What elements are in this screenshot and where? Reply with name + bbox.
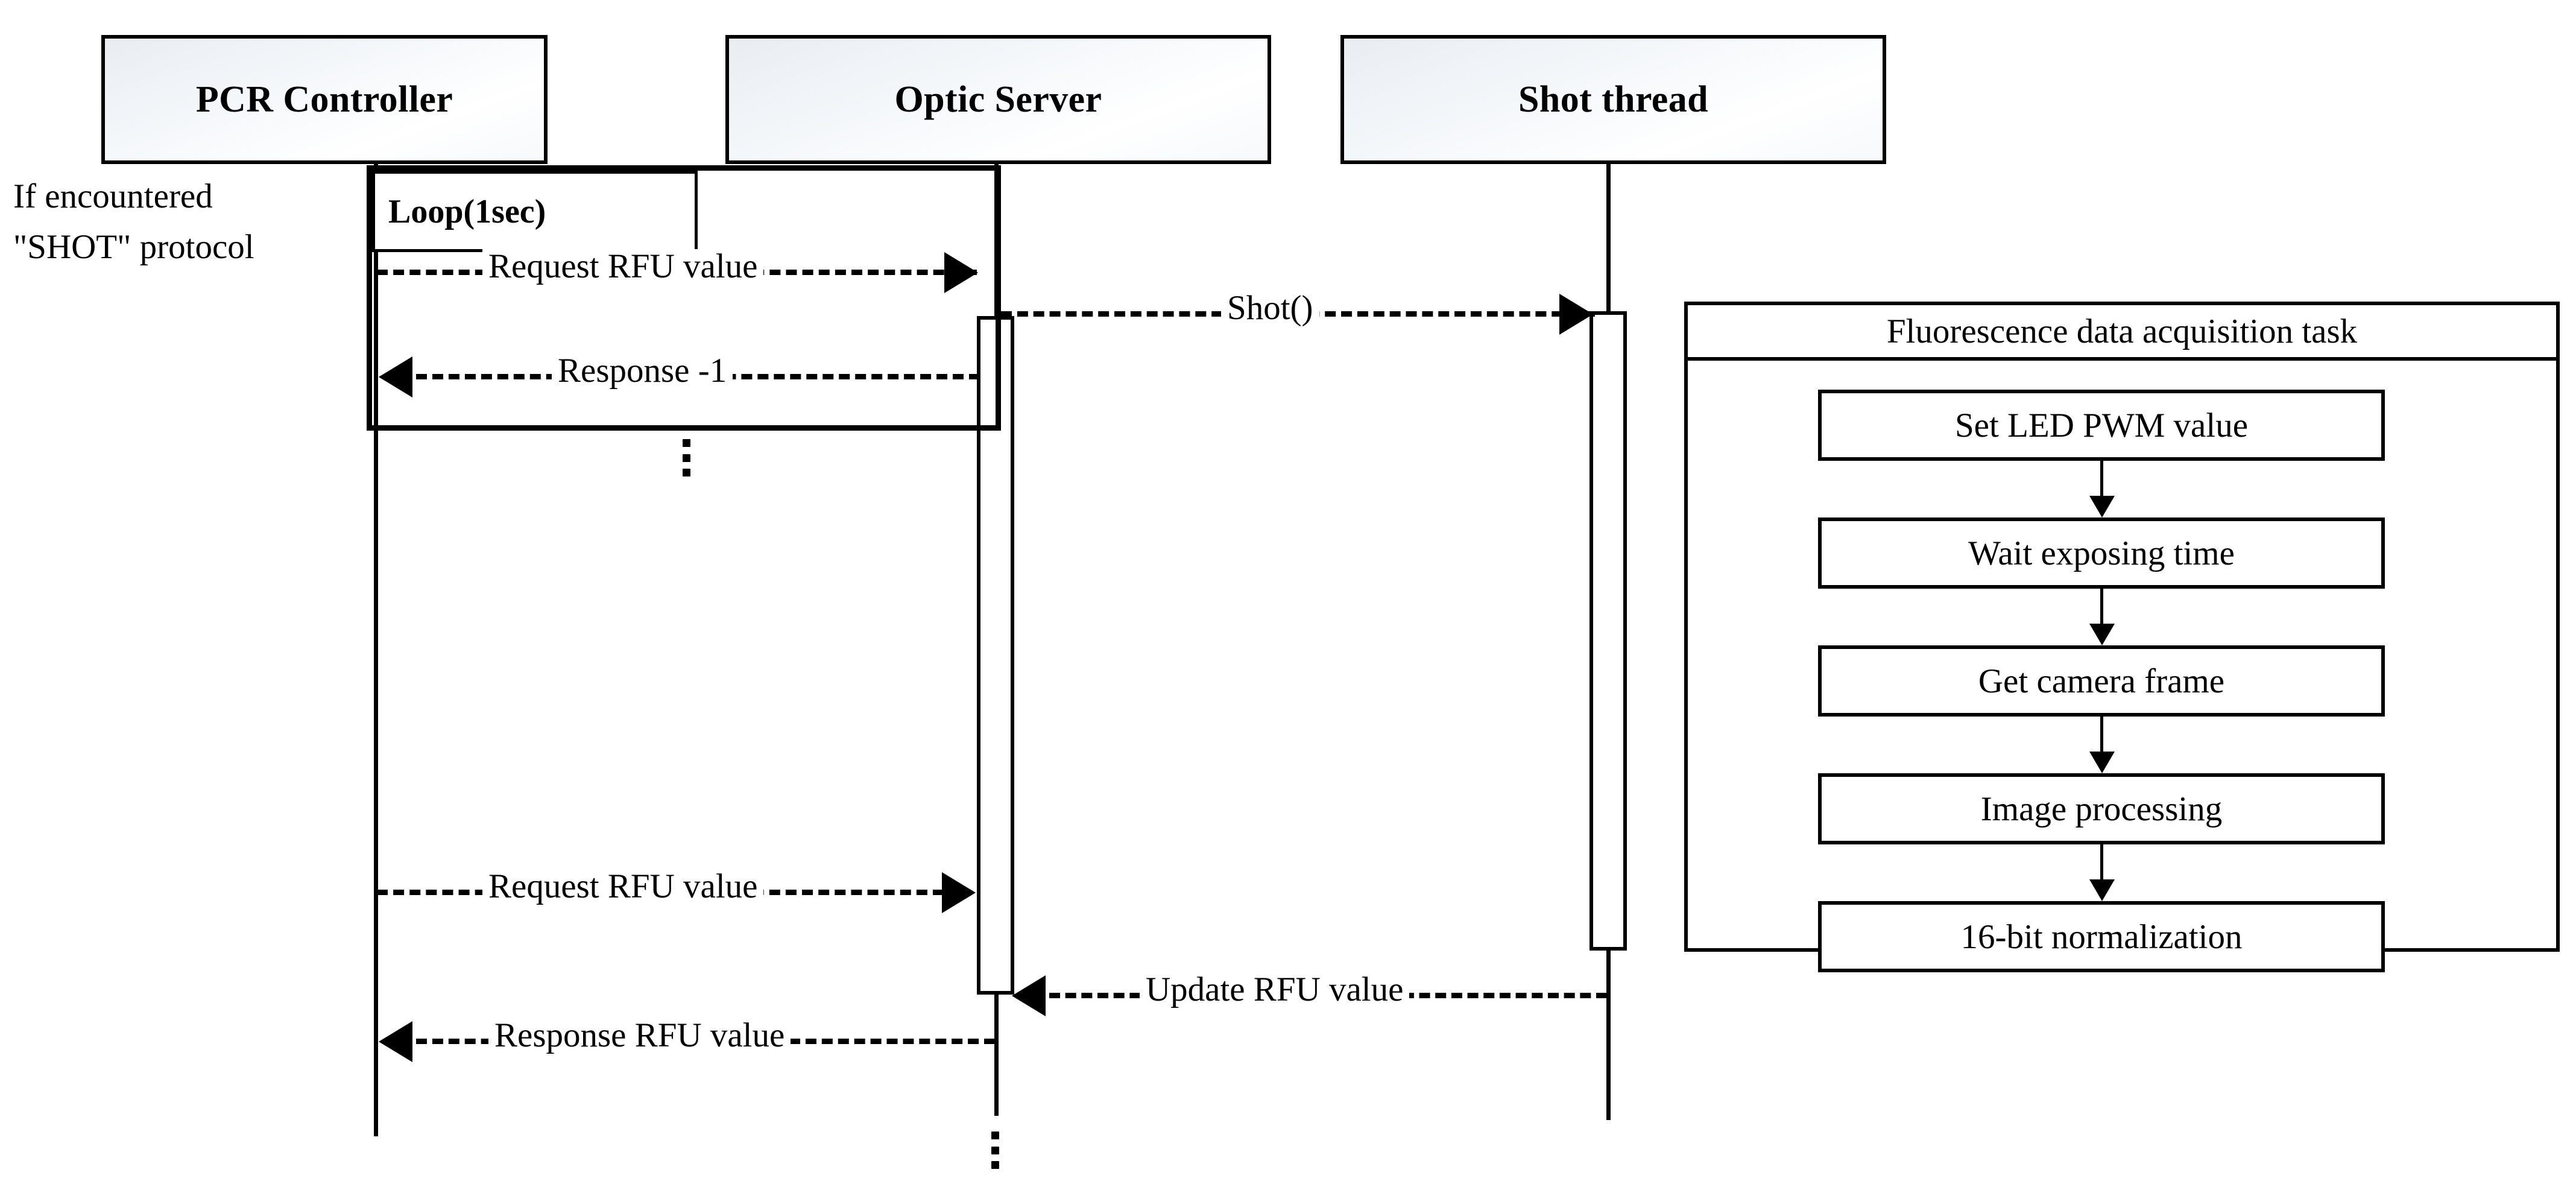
task-step-set-led-pwm-value[interactable]: Set LED PWM value	[1818, 390, 2385, 461]
task-flow-arrowhead-icon	[2089, 496, 2115, 518]
message-arrowhead-response-minus-one	[379, 356, 412, 397]
task-step-label: 16-bit normalization	[1960, 917, 2243, 956]
task-step-get-camera-frame[interactable]: Get camera frame	[1818, 645, 2385, 717]
lifeline-header-pcr-controller[interactable]: PCR Controller	[101, 35, 548, 164]
task-step-label: Set LED PWM value	[1954, 406, 2248, 445]
lifeline-header-optic-server[interactable]: Optic Server	[725, 35, 1271, 164]
ellipsis-dot	[991, 1146, 999, 1154]
message-arrowhead-response-rfu-value	[379, 1021, 412, 1062]
lifeline-header-shot-thread[interactable]: Shot thread	[1340, 35, 1886, 164]
lifeline-label-pcr-controller: PCR Controller	[195, 78, 453, 120]
loop-fragment-label-box: Loop(1sec)	[372, 171, 698, 252]
lifeline-pcr-controller	[374, 164, 378, 1136]
lifeline-label-optic-server: Optic Server	[894, 78, 1102, 120]
activation-shot-thread	[1589, 311, 1627, 951]
ellipsis-dot	[991, 1161, 999, 1169]
task-flow-connector	[2100, 461, 2103, 498]
annotation-if-encountered: If encountered "SHOT" protocol	[13, 178, 254, 265]
task-flow-arrowhead-icon	[2089, 624, 2115, 645]
task-step-label: Get camera frame	[1978, 662, 2225, 700]
message-arrowhead-update-rfu-value	[1012, 975, 1046, 1016]
message-arrowhead-shot-call	[1559, 294, 1593, 335]
task-flow-arrowhead-icon	[2089, 752, 2115, 773]
ellipsis-dot	[682, 454, 690, 462]
task-step-label: Wait exposing time	[1968, 534, 2235, 572]
task-step-image-processing[interactable]: Image processing	[1818, 773, 2385, 844]
fluorescence-task-title: Fluorescence data acquisition task	[1688, 305, 2556, 361]
ellipsis-optic-server-continues	[991, 1132, 999, 1169]
loop-fragment-frame	[367, 165, 1001, 431]
task-step-label: Image processing	[1980, 790, 2223, 828]
message-label-update-rfu-value: Update RFU value	[1140, 972, 1410, 1007]
annotation-line-2: "SHOT" protocol	[13, 227, 254, 266]
task-step-wait-exposing-time[interactable]: Wait exposing time	[1818, 518, 2385, 589]
message-label-request-rfu-value-1: Request RFU value	[482, 249, 764, 283]
task-flow-connector	[2100, 589, 2103, 626]
message-label-shot-call: Shot()	[1221, 291, 1319, 325]
message-label-response-minus-one: Response -1	[552, 353, 733, 388]
message-label-request-rfu-value-2: Request RFU value	[482, 869, 764, 904]
task-flow-arrowhead-icon	[2089, 879, 2115, 901]
lifeline-label-shot-thread: Shot thread	[1518, 78, 1709, 120]
ellipsis-dot	[682, 469, 690, 476]
loop-fragment-label: Loop(1sec)	[388, 192, 546, 230]
ellipsis-dot	[991, 1132, 999, 1139]
ellipsis-dot	[682, 439, 690, 447]
task-flow-connector	[2100, 717, 2103, 754]
message-label-response-rfu-value: Response RFU value	[488, 1018, 791, 1052]
ellipsis-loop-repeat	[682, 439, 690, 476]
task-step-16-bit-normalization[interactable]: 16-bit normalization	[1818, 901, 2385, 972]
task-flow-connector	[2100, 844, 2103, 882]
message-arrowhead-request-rfu-value-2	[942, 872, 976, 913]
fluorescence-task-box: Fluorescence data acquisition task Set L…	[1684, 302, 2560, 972]
message-arrowhead-request-rfu-value-1	[944, 252, 978, 293]
annotation-line-1: If encountered	[13, 177, 213, 215]
